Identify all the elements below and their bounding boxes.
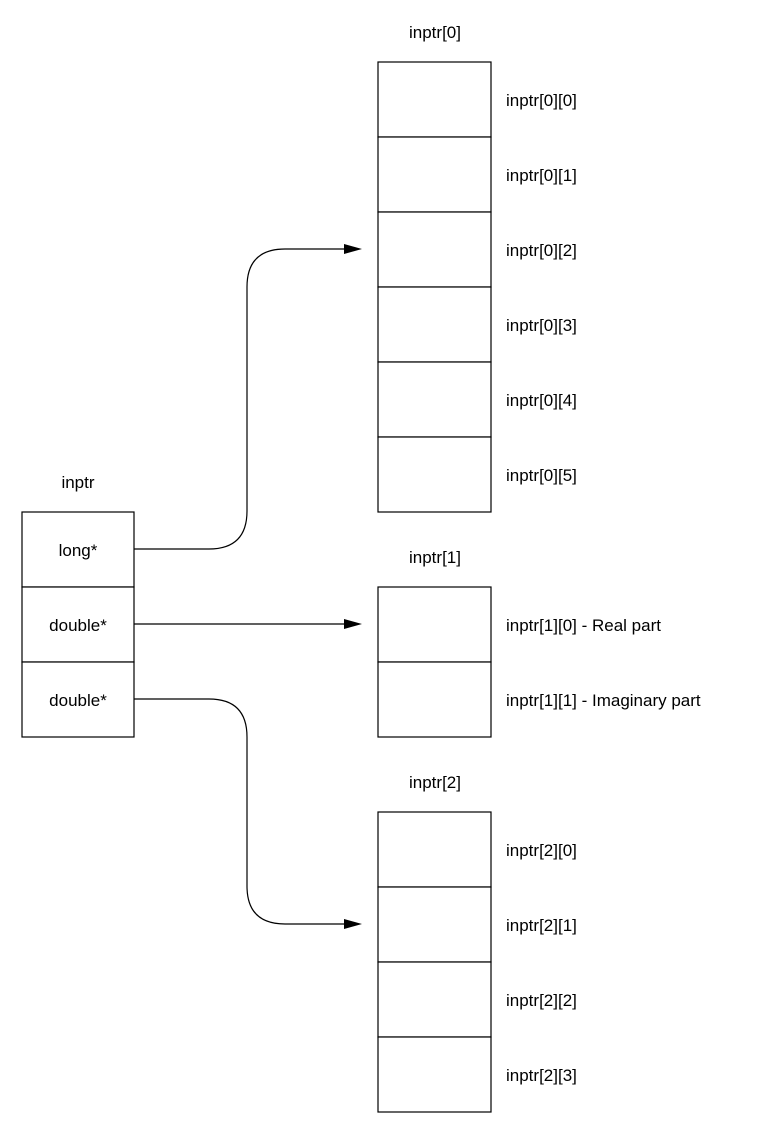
array-inptr0-cell-1 <box>377 136 492 213</box>
arrowhead-inptr2 <box>344 919 362 929</box>
inptr-cell-0 <box>21 511 135 588</box>
edge-inptr2 <box>134 698 346 925</box>
array-inptr0-title: inptr[0] <box>409 23 461 42</box>
array-inptr1-cell-0 <box>377 586 492 663</box>
array-inptr0-cell-0 <box>377 61 492 138</box>
array-inptr0: inptr[0] inptr[0][0] inptr[0][1] inptr[0… <box>377 23 577 513</box>
inptr-array: inptr long* double* double* <box>21 473 135 738</box>
array-inptr0-label-4: inptr[0][4] <box>506 391 577 410</box>
array-inptr2-cell-0 <box>377 811 492 888</box>
inptr-cell-2 <box>21 661 135 738</box>
inptr-cell-2-label: double* <box>49 691 107 710</box>
arrowhead-inptr0 <box>344 244 362 254</box>
array-inptr0-label-3: inptr[0][3] <box>506 316 577 335</box>
inptr-cell-0-label: long* <box>59 541 98 560</box>
pointer-edges <box>134 244 362 929</box>
array-inptr2-label-1: inptr[2][1] <box>506 916 577 935</box>
array-inptr2-cell-2 <box>377 961 492 1038</box>
inptr-cell-1-label: double* <box>49 616 107 635</box>
array-inptr1: inptr[1] inptr[1][0] - Real part inptr[1… <box>377 548 701 738</box>
array-inptr2-label-3: inptr[2][3] <box>506 1066 577 1085</box>
array-inptr2: inptr[2] inptr[2][0] inptr[2][1] inptr[2… <box>377 773 577 1113</box>
array-inptr1-cell-1 <box>377 661 492 738</box>
array-inptr2-cell-1 <box>377 886 492 963</box>
array-inptr0-label-5: inptr[0][5] <box>506 466 577 485</box>
inptr-title: inptr <box>61 473 94 492</box>
array-inptr1-label-0: inptr[1][0] - Real part <box>506 616 661 635</box>
edge-inptr0 <box>134 248 346 550</box>
array-inptr1-title: inptr[1] <box>409 548 461 567</box>
array-inptr0-cell-4 <box>377 361 492 438</box>
array-inptr0-cell-2 <box>377 211 492 288</box>
array-inptr2-label-2: inptr[2][2] <box>506 991 577 1010</box>
array-inptr0-label-1: inptr[0][1] <box>506 166 577 185</box>
array-inptr2-title: inptr[2] <box>409 773 461 792</box>
inptr-cell-1 <box>21 586 135 663</box>
array-inptr2-cell-3 <box>377 1036 492 1113</box>
array-inptr0-label-2: inptr[0][2] <box>506 241 577 260</box>
array-inptr1-label-1: inptr[1][1] - Imaginary part <box>506 691 701 710</box>
array-inptr2-label-0: inptr[2][0] <box>506 841 577 860</box>
array-inptr0-label-0: inptr[0][0] <box>506 91 577 110</box>
array-inptr0-cell-3 <box>377 286 492 363</box>
array-inptr0-cell-5 <box>377 436 492 513</box>
arrowhead-inptr1 <box>344 619 362 629</box>
